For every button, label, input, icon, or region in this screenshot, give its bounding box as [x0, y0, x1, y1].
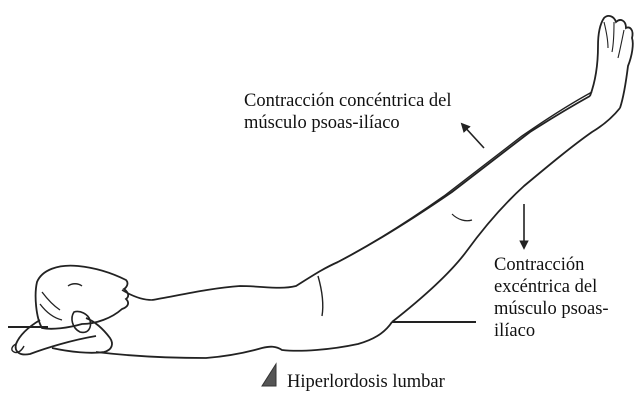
eccentric-label-line-3: músculo psoas- — [494, 299, 609, 319]
person-hip — [317, 275, 324, 317]
concentric-contraction-label: Contracción concéntrica del músculo psoa… — [244, 90, 452, 134]
person-leg-bottom — [391, 107, 621, 323]
hyperlordosis-label: Hiperlordosis lumbar — [287, 372, 445, 392]
person-toes — [603, 21, 625, 59]
hyperlordosis-marker — [261, 362, 277, 387]
person-head — [34, 264, 130, 330]
person-knee — [451, 213, 473, 222]
eccentric-label-line-1: Contracción — [494, 255, 585, 275]
person-arms — [14, 317, 113, 356]
concentric-label-line-1: Contracción concéntrica del — [244, 91, 452, 111]
person-hand-left — [11, 343, 25, 354]
person-back — [95, 321, 393, 359]
eccentric-label-line-2: excéntrica del — [494, 277, 598, 297]
eccentric-contraction-label: Contracción excéntrica del músculo psoas… — [494, 254, 609, 342]
person-leg-inner — [325, 91, 593, 269]
person-torso-top — [151, 261, 339, 301]
person-neck — [121, 289, 153, 301]
concentric-label-line-2: músculo psoas-ilíaco — [244, 113, 400, 133]
person-ear — [71, 310, 92, 334]
person-hair — [39, 291, 63, 321]
eccentric-label-line-4: ilíaco — [494, 321, 536, 341]
concentric-arrow — [460, 122, 485, 149]
person-foot — [589, 15, 634, 109]
person-eye — [67, 283, 83, 287]
